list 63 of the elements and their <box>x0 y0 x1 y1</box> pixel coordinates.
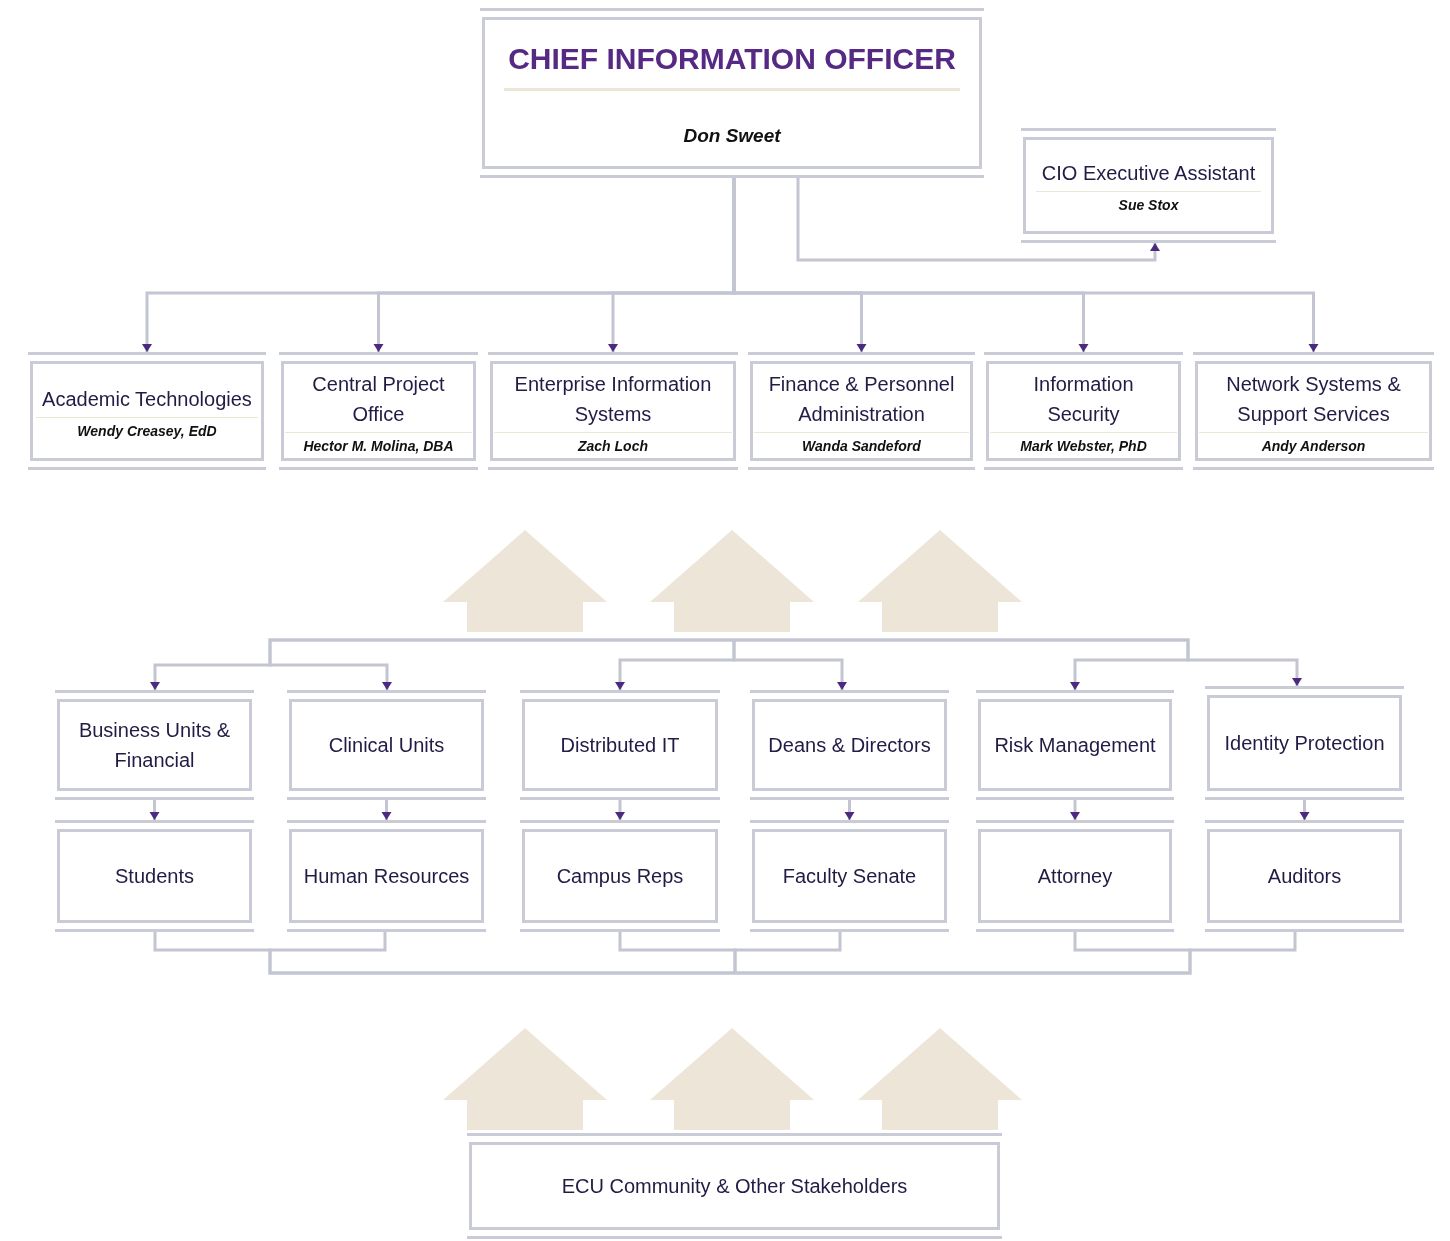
org-box <box>984 352 1183 470</box>
unit-title: Information Security <box>990 368 1177 433</box>
org-box <box>1205 686 1404 800</box>
unit-title: Risk Management <box>994 733 1156 758</box>
org-box <box>976 690 1174 800</box>
unit-title: ECU Community & Other Stakeholders <box>561 1174 908 1199</box>
unit-title: Central Project Office <box>285 368 472 433</box>
org-box <box>279 352 478 470</box>
unit-title: Campus Reps <box>556 864 684 889</box>
connector <box>268 932 735 975</box>
org-box <box>750 690 949 800</box>
connector <box>615 800 625 820</box>
unit-title: Enterprise Information Systems <box>494 368 732 433</box>
org-box <box>55 690 254 800</box>
unit-title: Network Systems & Support Services <box>1199 368 1428 433</box>
unit-title: Human Resources <box>303 864 470 889</box>
org-box <box>28 352 266 470</box>
unit-title: Clinical Units <box>328 733 445 758</box>
connector <box>734 638 1302 686</box>
org-box <box>488 352 738 470</box>
unit-title: Students <box>115 864 194 889</box>
org-box <box>976 820 1174 932</box>
connector <box>796 178 1160 262</box>
unit-title: CHIEF INFORMATION OFFICER <box>504 39 960 91</box>
connector <box>732 640 847 690</box>
unit-title: Business Units & Financial <box>77 718 232 773</box>
unit-title: Deans & Directors <box>768 733 931 758</box>
unit-title: Auditors <box>1267 864 1342 889</box>
unit-title: Academic Technologies <box>36 383 258 418</box>
org-box <box>520 820 720 932</box>
org-box <box>1193 352 1434 470</box>
org-box <box>748 352 975 470</box>
unit-title: Faculty Senate <box>782 864 917 889</box>
org-box <box>750 820 949 932</box>
connector <box>149 800 160 820</box>
org-box <box>1021 128 1276 243</box>
unit-title: Finance & Personnel Administration <box>754 368 969 433</box>
person-name: Andy Anderson <box>1261 437 1366 454</box>
person-name: Hector M. Molina, DBA <box>303 437 454 454</box>
unit-title: CIO Executive Assistant <box>1035 158 1262 192</box>
connector <box>1070 800 1080 820</box>
org-box <box>467 1133 1002 1239</box>
person-name: Wendy Creasey, EdD <box>77 422 217 439</box>
org-box <box>287 690 486 800</box>
org-box <box>480 8 984 178</box>
person-name: Wanda Sandeford <box>802 437 921 454</box>
connector <box>268 638 734 690</box>
connector <box>735 932 1297 975</box>
person-name: Sue Stox <box>1118 197 1179 213</box>
person-name: Mark Webster, PhD <box>1020 437 1147 454</box>
unit-title: Attorney <box>1037 864 1113 889</box>
connector <box>733 932 842 973</box>
connector <box>381 800 392 820</box>
unit-title: Identity Protection <box>1224 731 1385 756</box>
connector <box>1299 800 1310 820</box>
org-box <box>287 820 486 932</box>
org-box <box>1205 820 1404 932</box>
org-box <box>55 820 254 932</box>
connector <box>844 800 855 820</box>
org-box <box>520 690 720 800</box>
person-name: Zach Loch <box>578 437 648 454</box>
unit-title: Distributed IT <box>560 733 680 758</box>
person-name: Don Sweet <box>683 124 781 147</box>
